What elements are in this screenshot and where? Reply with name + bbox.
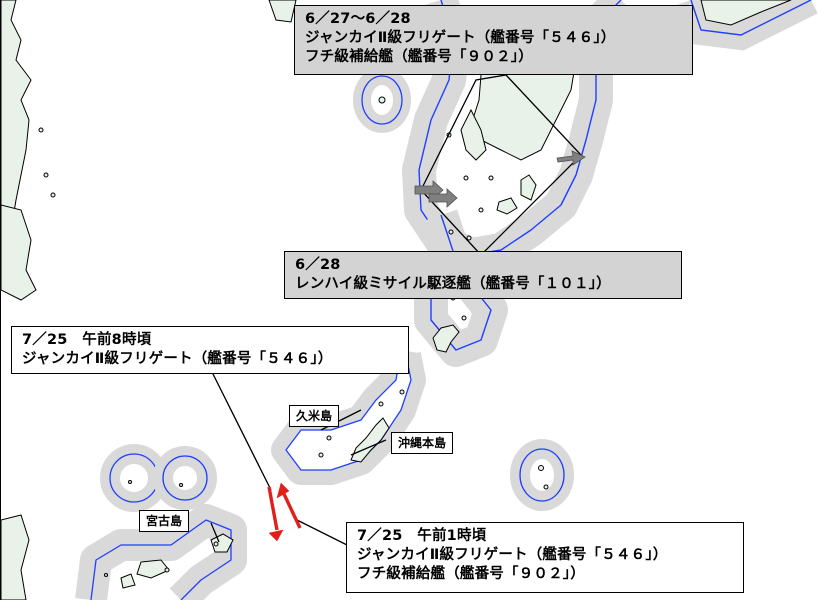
callout-jul25-am8: 7／25 午前8時頃 ジャンカイⅡ級フリゲート（艦番号「５４６」） <box>11 326 409 374</box>
callout-date: 7／25 午前8時頃 <box>22 332 152 348</box>
mainland-coast <box>1 0 32 241</box>
red-arrow-up <box>276 482 290 499</box>
callout-jun28: 6／28 レンハイ級ミサイル駆逐艦（艦番号「１０１」） <box>284 251 682 299</box>
callout-date: 6／28 <box>295 257 341 273</box>
callout-ship-1: レンハイ級ミサイル駆逐艦（艦番号「１０１」） <box>295 276 611 292</box>
amami-land <box>432 324 460 353</box>
red-arrow-down <box>268 529 284 542</box>
track-jun27 <box>420 74 582 256</box>
label-okinawa: 沖縄本島 <box>391 432 454 454</box>
grey-arrow-3 <box>556 150 586 166</box>
grey-arrow-2 <box>428 188 458 208</box>
label-kume: 久米島 <box>289 405 340 427</box>
callout-date: 7／25 午前1時頃 <box>357 528 487 544</box>
callout-jul25-am1: 7／25 午前1時頃 ジャンカイⅡ級フリゲート（艦番号「５４６」） フチ級補給艦… <box>346 522 744 593</box>
red-track-arrows <box>267 482 302 542</box>
callout-jun27-jun28: 6／27～6／28 ジャンカイⅡ級フリゲート（艦番号「５４６」） フチ級補給艦（… <box>294 5 693 75</box>
islets <box>38 96 549 577</box>
callout-date: 6／27～6／28 <box>305 11 411 27</box>
tanegashima-land <box>520 174 537 201</box>
callout-ship-1: ジャンカイⅡ級フリゲート（艦番号「５４６」） <box>357 547 668 563</box>
callout-ship-2: フチ級補給艦（艦番号「９０２」） <box>357 566 585 582</box>
miyako-land <box>210 533 234 553</box>
zone-bands <box>75 0 818 600</box>
callout-ship-1: ジャンカイⅡ級フリゲート（艦番号「５４６」） <box>305 30 616 46</box>
callout-ship-1: ジャンカイⅡ級フリゲート（艦番号「５４６」） <box>22 351 333 367</box>
callout-ship-2: フチ級補給艦（艦番号「９０２」） <box>305 49 533 65</box>
grey-track-arrows <box>414 150 586 208</box>
label-miyako: 宮古島 <box>139 510 190 532</box>
